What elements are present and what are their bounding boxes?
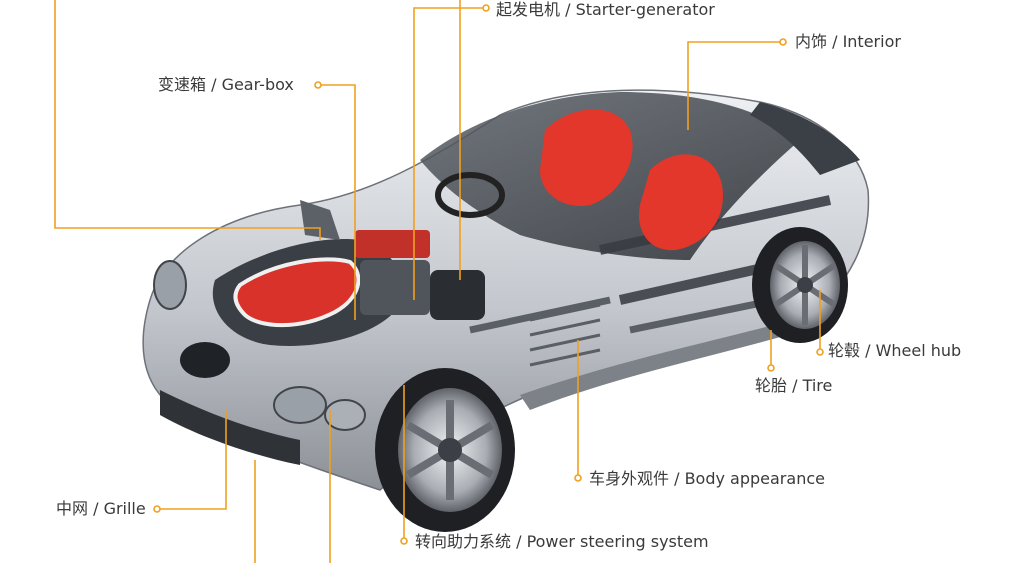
leader-lines [54,0,821,563]
label-grille: 中网 / Grille [56,499,146,518]
cabin [420,92,860,260]
label-body-appearance: 车身外观件 / Body appearance [589,469,825,488]
leader-starter-generator [413,7,486,300]
label-power-steering: 转向助力系统 / Power steering system [415,532,709,551]
label-gear-box: 变速箱 / Gear-box [158,75,294,94]
air-intake [180,342,230,378]
leader-interior [687,41,783,130]
grille [160,390,300,465]
seat-right [639,154,723,251]
label-tire: 轮胎 / Tire [755,376,833,395]
seat-left [540,109,633,206]
side-gills [529,303,601,367]
front-wheel [375,368,515,532]
headlights [153,260,366,431]
label-wheel-hub: 轮毂 / Wheel hub [828,341,962,360]
leader-top-left [54,0,321,240]
label-interior: 内饰 / Interior [795,32,901,51]
label-starter-generator: 起发电机 / Starter-generator [496,0,715,19]
rear-wheel [752,227,848,343]
steering-wheel [435,172,505,218]
leader-gear-box [318,84,356,320]
leader-dots [153,4,824,545]
engine-cover [233,257,361,328]
leader-grille [157,410,227,510]
engine [212,200,485,346]
